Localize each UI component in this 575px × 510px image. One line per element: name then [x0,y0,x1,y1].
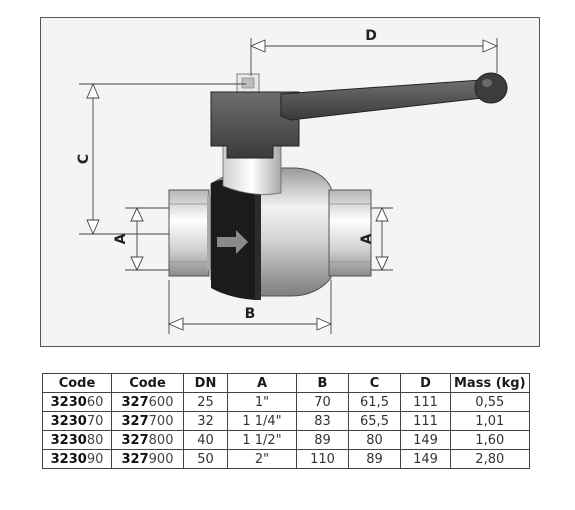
column-header-dn: DN [183,373,228,393]
c-cell: 80 [348,430,401,450]
valve-handle [210,72,508,159]
valve-body [168,167,372,300]
dimension-label-d: D [365,28,377,44]
column-header-d: D [400,373,451,393]
dimension-lines [79,38,499,334]
table-row: 323070 327700 32 1 1/4" 83 65,5 111 1,01 [42,411,530,431]
code-cell-2: 327800 [111,430,184,450]
mass-cell: 1,60 [450,430,530,450]
c-cell: 89 [348,449,401,469]
ball-valve-drawing: D C A A B [76,28,508,334]
column-header-code: Code [42,373,112,393]
dn-cell: 25 [183,392,228,412]
technical-drawing: D C A A B [40,17,540,347]
c-cell: 61,5 [348,392,401,412]
column-header-mass: Mass (kg) [450,373,530,393]
table-row: 323090 327900 50 2" 110 89 149 2,80 [42,449,530,469]
table-row: 323060 327600 25 1" 70 61,5 111 0,55 [42,392,530,412]
code-cell-2: 327600 [111,392,184,412]
b-cell: 110 [296,449,349,469]
code-cell-2: 327700 [111,411,184,431]
d-cell: 149 [400,449,451,469]
code-cell: 323070 [42,411,112,431]
code-cell: 323060 [42,392,112,412]
a-cell: 1 1/2" [227,430,297,450]
d-cell: 111 [400,411,451,431]
b-cell: 83 [296,411,349,431]
column-header-a: A [227,373,297,393]
specification-table: Code Code DN A B C D Mass (kg) 323060 32… [42,373,530,469]
column-header-c: C [348,373,401,393]
a-cell: 1" [227,392,297,412]
mass-cell: 2,80 [450,449,530,469]
column-header-b: B [296,373,349,393]
dimension-label-a-right: A [359,233,375,244]
a-cell: 2" [227,449,297,469]
d-cell: 149 [400,430,451,450]
b-cell: 70 [296,392,349,412]
table-header-row: Code Code DN A B C D Mass (kg) [42,373,530,393]
c-cell: 65,5 [348,411,401,431]
d-cell: 111 [400,392,451,412]
a-cell: 1 1/4" [227,411,297,431]
code-cell: 323090 [42,449,112,469]
dn-cell: 32 [183,411,228,431]
code-cell-2: 327900 [111,449,184,469]
dimension-label-c: C [76,154,92,164]
mass-cell: 1,01 [450,411,530,431]
dn-cell: 40 [183,430,228,450]
column-header-code-2: Code [111,373,184,393]
dimension-label-b: B [245,306,256,322]
dimension-label-a-left: A [113,233,129,244]
mass-cell: 0,55 [450,392,530,412]
b-cell: 89 [296,430,349,450]
dn-cell: 50 [183,449,228,469]
table-row: 323080 327800 40 1 1/2" 89 80 149 1,60 [42,430,530,450]
code-cell: 323080 [42,430,112,450]
